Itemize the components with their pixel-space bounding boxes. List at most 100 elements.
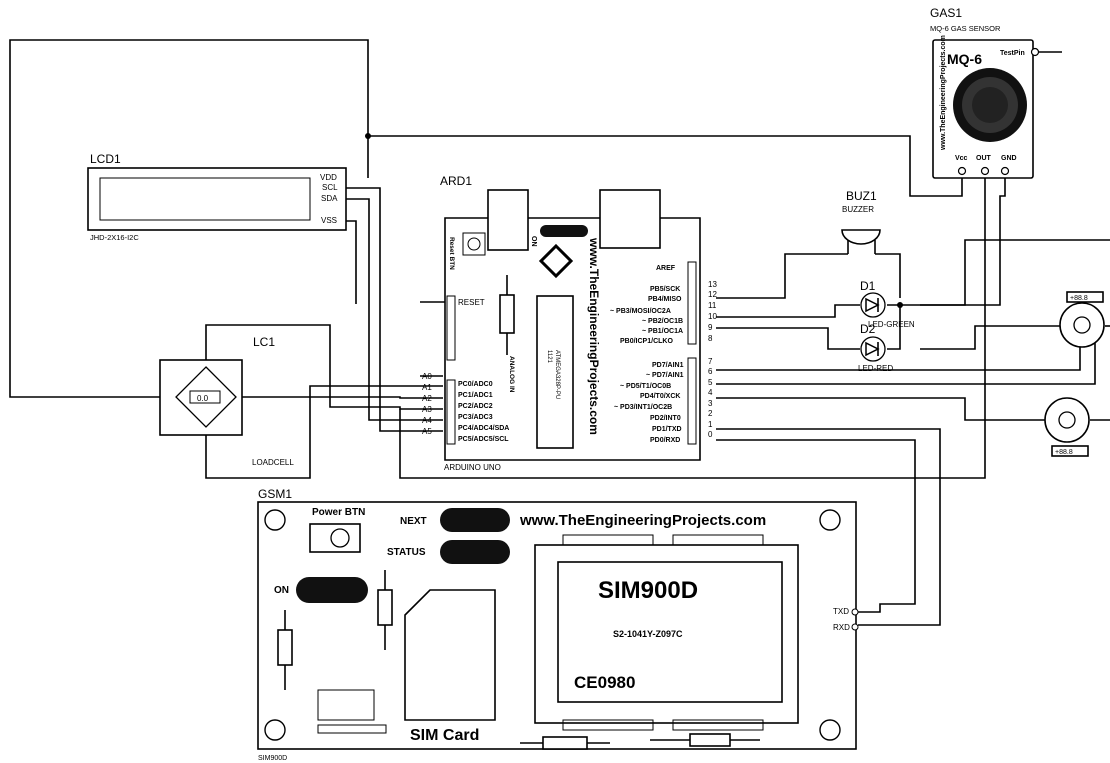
lcd-pin-vdd: VDD [320, 173, 337, 182]
d-top-num-5: 8 [708, 334, 713, 343]
digital-pins-bottom: PD7/AIN1 ~ PD7/AIN1 ~ PD5/T1/OC0B PD4/T0… [614, 357, 713, 445]
lcd-pin-scl: SCL [322, 183, 338, 192]
d-bot-num-1: 6 [708, 367, 713, 376]
a-label-1: A1 [422, 383, 432, 392]
gas-vertical-url: www.TheEngineeringProjects.com [940, 35, 947, 151]
lc-ref: LC1 [253, 335, 275, 349]
gsm-status: STATUS [387, 547, 426, 558]
gas-pin-out: OUT [976, 155, 992, 162]
lc-value: 0.0 [197, 394, 209, 403]
ard-reset: RESET [458, 298, 485, 307]
ard-chip-code: 1121 [546, 350, 552, 364]
a-pin-4: PC4/ADC4/SDA [458, 425, 509, 432]
a-label-4: A4 [422, 416, 432, 425]
gas-testpin: TestPin [1000, 50, 1025, 57]
load-cell[interactable]: LC1 0.0 LOADCELL [159, 335, 294, 467]
d2-desc: LED-RED [858, 364, 893, 373]
ard-on: ON [530, 236, 537, 247]
d-top-5: ~ PB1/OC1A [642, 328, 683, 335]
gas-pin-vcc: Vcc [955, 155, 968, 162]
d-bot-num-2: 5 [708, 378, 713, 387]
a-label-2: A2 [422, 394, 432, 403]
d-bot-num-4: 3 [708, 399, 713, 408]
d-bot-num-5: 2 [708, 409, 713, 418]
ard-analog: ANALOG IN [508, 356, 515, 393]
buzzer-icon [841, 229, 881, 245]
d-top-0: AREF [656, 265, 676, 272]
gas-ref: GAS1 [930, 6, 962, 20]
buz-ref: BUZ1 [846, 189, 877, 203]
motor2-value: +88.8 [1055, 449, 1073, 456]
gsm-chip: SIM900D [598, 577, 698, 604]
led-red[interactable]: D2 LED-RED [858, 322, 893, 373]
d-bot-7: PD0/RXD [650, 437, 680, 444]
ard-chip: ATMEGA328P-PU [554, 350, 560, 399]
gsm-rxd: RXD [833, 623, 850, 632]
buz-desc: BUZZER [842, 205, 874, 214]
a-label-5: A5 [422, 427, 432, 436]
a-pin-3: PC3/ADC3 [458, 414, 493, 421]
a-label-3: A3 [422, 405, 432, 414]
gsm-code: S2-1041Y-Z097C [613, 629, 683, 639]
d-top-4: ~ PB2/OC1B [642, 318, 683, 325]
motor-2[interactable]: +88.8 [1044, 397, 1090, 457]
d-bot-num-7: 0 [708, 430, 713, 439]
d-bot-4: ~ PD3/INT1/OC2B [614, 404, 672, 411]
gas-desc: MQ-6 GAS SENSOR [930, 24, 1001, 33]
d-top-1: PB5/SCK [650, 286, 680, 293]
d-bot-6: PD1/TXD [652, 426, 682, 433]
gsm-on: ON [274, 585, 289, 596]
d-top-num-2: 11 [708, 301, 717, 310]
d-bot-num-0: 7 [708, 357, 713, 366]
gas-pin-gnd: GND [1001, 155, 1017, 162]
lcd-ref: LCD1 [90, 152, 121, 166]
d-bot-num-3: 4 [708, 388, 713, 397]
d1-ref: D1 [860, 279, 876, 293]
d-top-num-3: 10 [708, 312, 717, 321]
lcd-pin-vss: VSS [321, 216, 337, 225]
ard-url: www.TheEngineeringProjects.com [587, 237, 601, 435]
d-bot-num-6: 1 [708, 420, 713, 429]
gsm-ce: CE0980 [574, 673, 635, 692]
gsm-desc: SIM900D [258, 755, 287, 762]
gsm-txd: TXD [833, 607, 849, 616]
gas-model: MQ-6 [947, 51, 982, 67]
lcd-pin-sda: SDA [321, 194, 338, 203]
gsm-ref: GSM1 [258, 487, 292, 501]
gas-sensor[interactable]: GAS1 MQ-6 GAS SENSOR MQ-6 TestPin www.Th… [930, 6, 1040, 179]
a-pin-0: PC0/ADC0 [458, 381, 493, 388]
d-bot-1: ~ PD7/AIN1 [646, 372, 684, 379]
a-pin-2: PC2/ADC2 [458, 403, 493, 410]
d-top-3: ~ PB3/MOSI/OC2A [610, 308, 671, 315]
d1-desc: LED-GREEN [868, 320, 915, 329]
lc-desc: LOADCELL [252, 458, 294, 467]
ard-desc: ARDUINO UNO [444, 463, 501, 472]
d-bot-5: PD2/INT0 [650, 415, 681, 422]
digital-pins-top: AREF PB5/SCK PB4/MISO ~ PB3/MOSI/OC2A ~ … [610, 261, 717, 345]
a-label-0: A0 [422, 372, 432, 381]
led-green[interactable]: D1 LED-GREEN [860, 279, 915, 329]
d-top-6: PB0/ICP1/CLKO [620, 338, 673, 345]
arduino-uno[interactable]: ARD1 ON Reset BTN www.TheEngineeringProj… [422, 174, 717, 472]
wires [9, 39, 1110, 626]
d-top-num-1: 12 [708, 290, 717, 299]
lcd-module[interactable]: LCD1 JHD-2X16-I2C VDD SCL SDA VSS [87, 152, 347, 242]
ard-reset-btn: Reset BTN [448, 237, 455, 270]
gsm-power: Power BTN [312, 507, 365, 518]
d-top-num-0: 13 [708, 280, 717, 289]
buzzer[interactable]: BUZ1 BUZZER [841, 189, 881, 254]
lcd-desc: JHD-2X16-I2C [90, 233, 139, 242]
gsm-module[interactable]: GSM1 Power BTN NEXT STATUS www.TheEngine… [257, 487, 859, 762]
d-bot-3: PD4/T0/XCK [640, 393, 680, 400]
gsm-next: NEXT [400, 516, 427, 527]
gsm-url: www.TheEngineeringProjects.com [519, 512, 766, 529]
d-top-num-4: 9 [708, 323, 713, 332]
motor1-value: +88.8 [1070, 295, 1088, 302]
motor-1[interactable]: +88.8 [1059, 291, 1105, 348]
a-pin-5: PC5/ADC5/SCL [458, 436, 509, 443]
d2-ref: D2 [860, 322, 876, 336]
ard-ref: ARD1 [440, 174, 472, 188]
a-pin-1: PC1/ADC1 [458, 392, 493, 399]
